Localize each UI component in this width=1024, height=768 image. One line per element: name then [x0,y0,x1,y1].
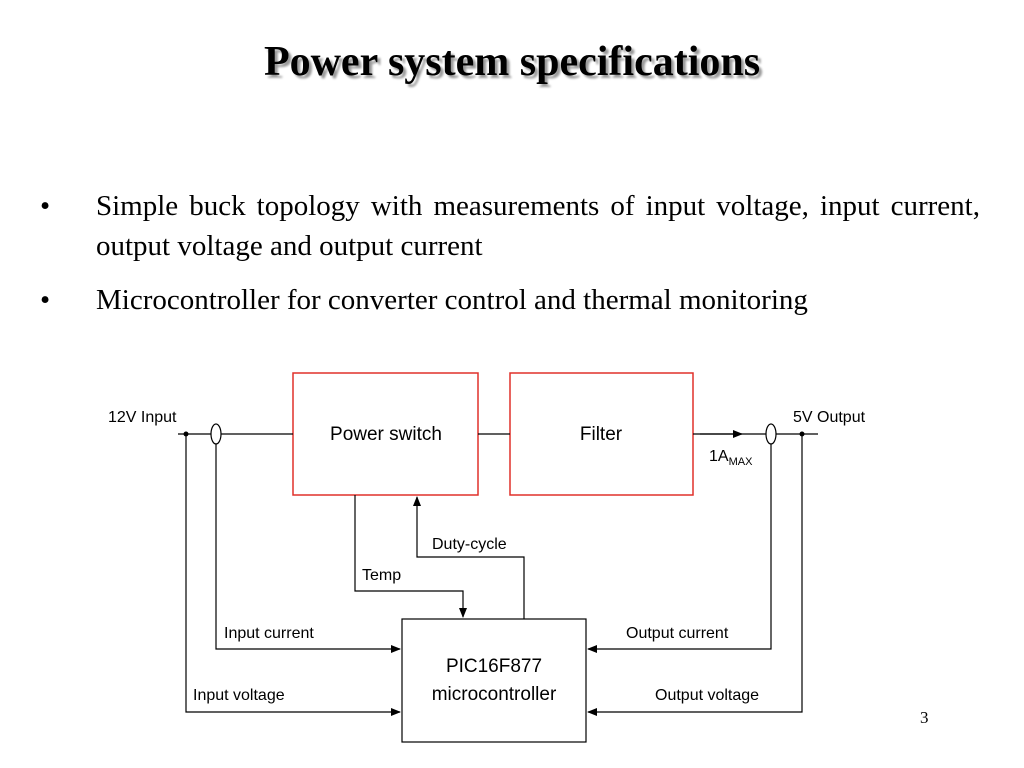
power-switch-block [292,372,479,496]
output-current-sensor-icon [765,423,777,445]
output-voltage-target-label: 5V Output [793,409,866,426]
bullet-text: Simple buck topology with measurements o… [96,190,980,262]
input-current-line [215,444,401,653]
input-voltage-source-label: 12V Input [108,409,177,426]
mcu-label-line2: microcontroller [432,684,557,705]
bullet-item: • Simple buck topology with measurements… [40,186,980,266]
bullet-text: Microcontroller for converter control an… [96,284,808,316]
duty-cycle-label: Duty-cycle [432,536,507,553]
mcu-label-line1: PIC16F877 [446,656,542,677]
input-voltage-label: Input voltage [193,687,285,704]
temp-line [354,495,467,618]
output-voltage-line [587,434,803,716]
duty-cycle-line [413,496,525,619]
filter-label: Filter [580,424,623,445]
current-limit-value: 1A [709,448,729,465]
bullet-item: • Microcontroller for converter control … [40,280,980,320]
output-current-line [587,444,772,653]
filter-block [509,372,694,496]
current-limit-subscript: MAX [729,456,754,468]
input-voltage-line [185,434,401,716]
current-limit-label: 1AMAX [709,448,753,468]
slide-title: Power system specifications [263,39,761,85]
output-current-label: Output current [626,625,729,642]
microcontroller-block [401,618,587,743]
input-current-sensor-icon [210,423,222,445]
output-voltage-label: Output voltage [655,687,759,704]
bullet-list: • Simple buck topology with measurements… [40,186,980,334]
input-current-label: Input current [224,625,314,642]
temp-label: Temp [362,567,401,584]
power-switch-label: Power switch [330,424,442,445]
bullet-dot: • [40,284,51,316]
bullet-dot: • [40,190,51,222]
page-number: 3 [920,708,929,727]
